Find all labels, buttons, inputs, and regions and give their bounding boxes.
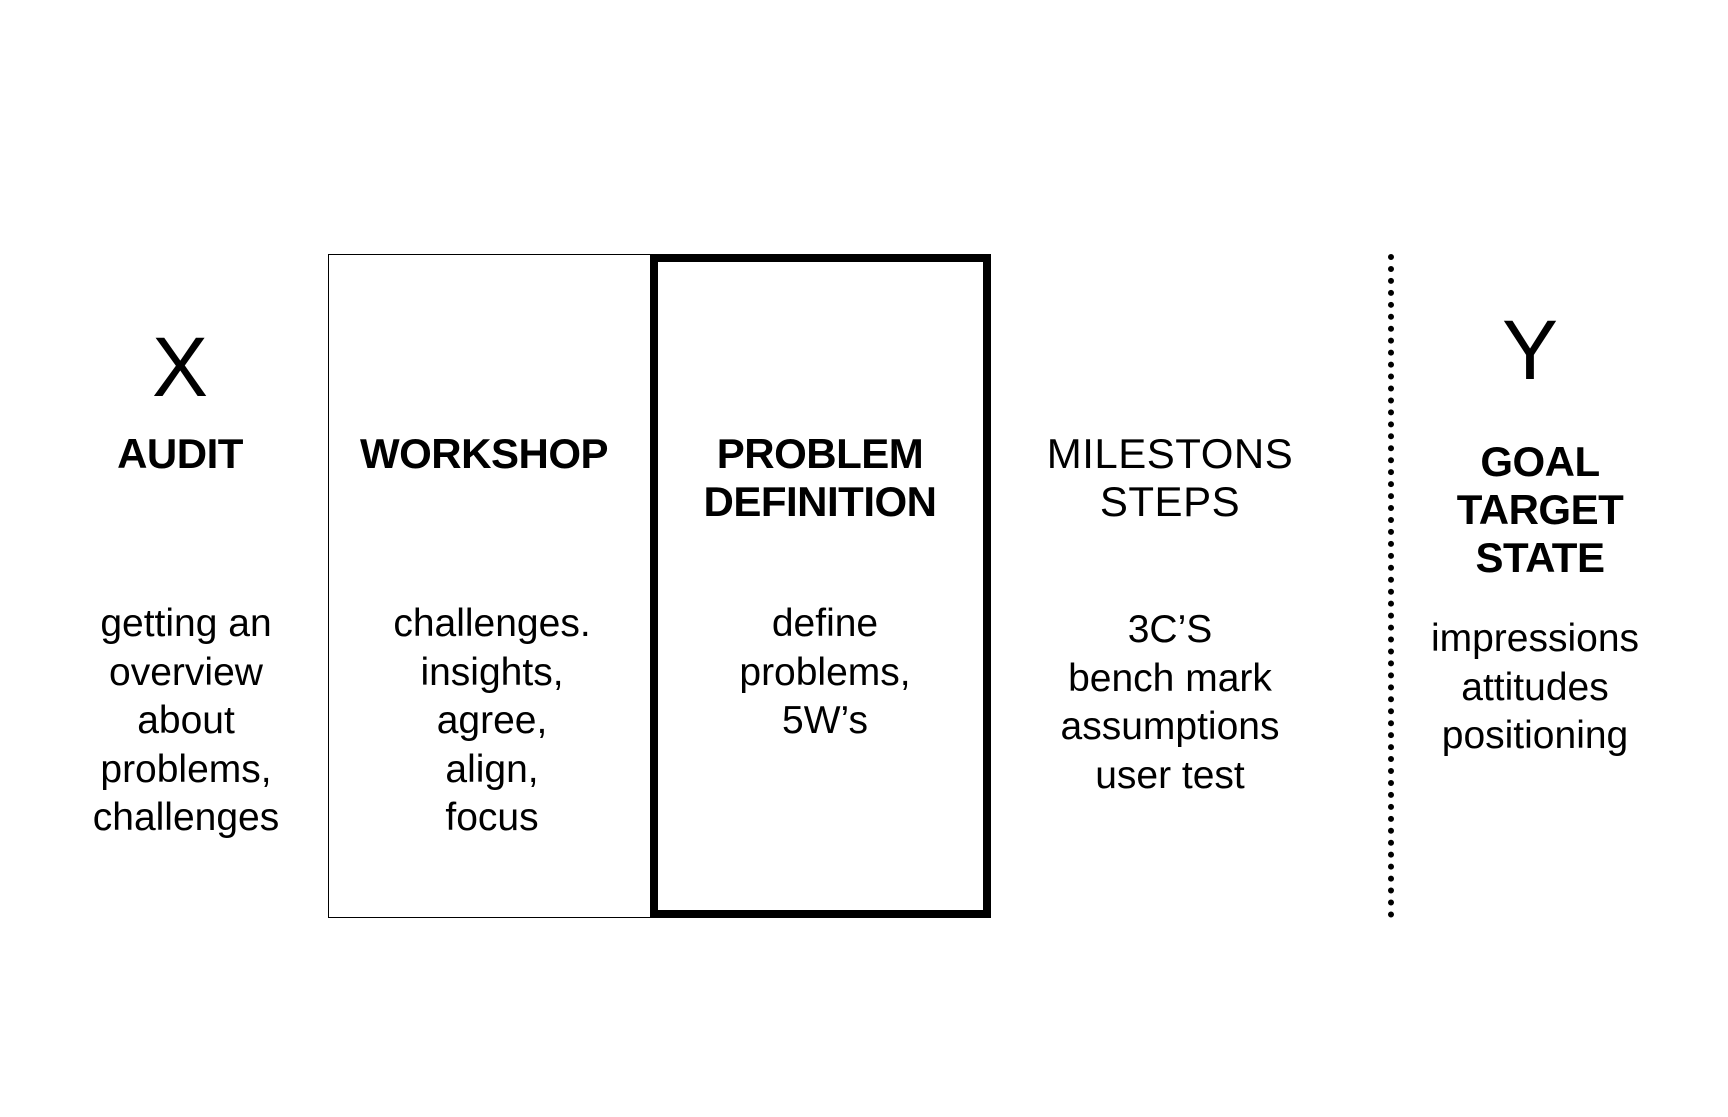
problem-title-line: PROBLEM: [716, 430, 924, 477]
milestones-title-line: STEPS: [1099, 478, 1241, 525]
workshop-title: WORKSHOP: [360, 430, 609, 477]
problem-definition-description: define problems, 5W’s: [680, 600, 970, 746]
goal-line: attitudes: [1461, 665, 1609, 709]
goal-title-line: GOAL: [1480, 438, 1600, 485]
milestones-line: 3C’S: [1127, 608, 1213, 651]
problem-definition-title: PROBLEM DEFINITION: [670, 430, 970, 526]
goal-title: GOAL TARGET STATE: [1400, 438, 1680, 582]
milestones-description: 3C’S bench mark assumptions user test: [1020, 606, 1320, 800]
workshop-line: align,: [445, 747, 539, 791]
dotted-divider: [1388, 254, 1394, 918]
start-letter: X: [151, 320, 209, 414]
problem-line: 5W’s: [782, 699, 868, 742]
milestones-title-line: MILESTONS: [1046, 430, 1294, 477]
goal-description: impressions attitudes positioning: [1390, 615, 1680, 761]
goal-line: positioning: [1441, 714, 1629, 757]
problem-title-line: DEFINITION: [703, 478, 938, 525]
audit-description: getting an overview about problems, chal…: [56, 600, 316, 843]
problem-line: problems,: [739, 650, 911, 694]
workshop-line: agree,: [436, 699, 548, 742]
audit-title: AUDIT: [117, 430, 243, 477]
audit-line: challenges: [92, 796, 280, 839]
goal-title-line: TARGET: [1456, 486, 1624, 533]
audit-line: problems,: [100, 747, 272, 791]
milestones-line: user test: [1095, 753, 1245, 797]
goal-title-line: STATE: [1475, 534, 1605, 581]
audit-line: getting an: [100, 602, 272, 645]
goal-letter: Y: [1501, 303, 1559, 397]
workshop-line: focus: [445, 796, 539, 839]
milestones-line: assumptions: [1060, 705, 1280, 748]
problem-definition-box: [650, 254, 991, 918]
workshop-description: challenges. insights, agree, align, focu…: [352, 600, 632, 843]
goal-line: impressions: [1430, 617, 1640, 660]
audit-line: overview: [109, 650, 263, 694]
workshop-line: challenges.: [393, 602, 591, 645]
milestones-title: MILESTONS STEPS: [1020, 430, 1320, 526]
audit-line: about: [137, 699, 235, 742]
problem-line: define: [771, 602, 879, 645]
milestones-line: bench mark: [1068, 656, 1272, 700]
workshop-line: insights,: [420, 650, 564, 694]
